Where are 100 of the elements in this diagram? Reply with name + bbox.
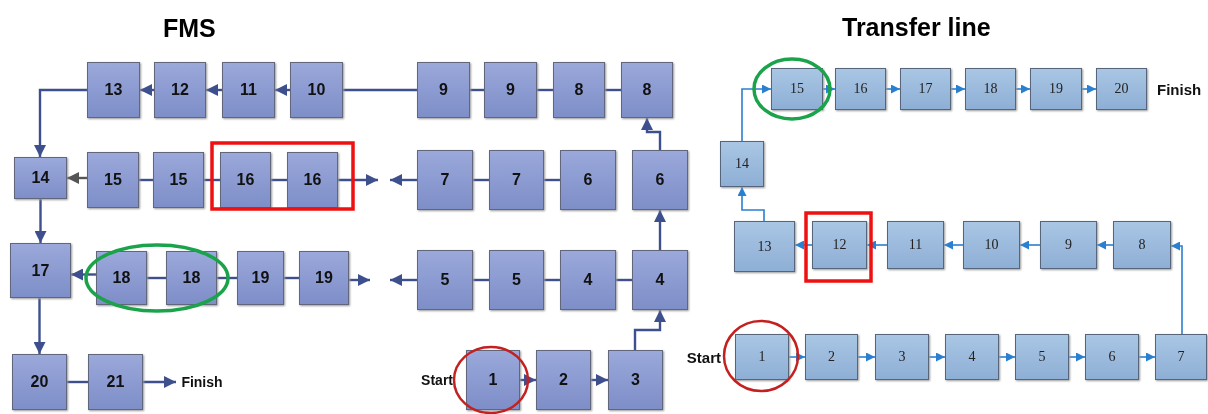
station-box: [153, 152, 204, 208]
arrow: [67, 172, 87, 184]
arrow: [1019, 240, 1041, 250]
station-number: 21: [106, 373, 125, 391]
station-number: 18: [983, 81, 998, 97]
station-number: 3: [898, 349, 906, 365]
station-box: [417, 62, 470, 118]
arrow: [654, 210, 666, 250]
station-box: [290, 62, 343, 118]
station-box: [489, 250, 544, 310]
connector-line: [284, 276, 299, 280]
station-number: 19: [315, 269, 333, 287]
station-box: [287, 152, 338, 208]
arrow: [633, 310, 666, 350]
station-number: 19: [251, 269, 270, 287]
arrow: [520, 374, 536, 386]
station-number: 4: [583, 271, 593, 289]
connector-line: [605, 88, 621, 92]
station-box: [14, 157, 67, 199]
arrow: [950, 84, 966, 94]
arrow: [1015, 84, 1031, 94]
station-box: [87, 62, 140, 118]
station-number: 17: [918, 81, 933, 97]
station-number: 7: [440, 171, 450, 189]
arrow: [1138, 352, 1156, 362]
station-number: 14: [31, 169, 50, 187]
arrow: [275, 84, 290, 96]
station-box: [621, 62, 673, 118]
station-box: [1015, 334, 1069, 380]
station-box: [812, 221, 867, 269]
station-number: 4: [655, 271, 665, 289]
end-label: Finish: [181, 374, 223, 390]
connector-line: [204, 178, 220, 182]
station-number: 14: [735, 156, 749, 172]
connector-line: [147, 276, 166, 280]
station-number: 13: [104, 81, 123, 99]
station-number: 3: [631, 371, 640, 389]
station-box: [1030, 68, 1082, 110]
arrow: [788, 352, 806, 362]
station-number: 8: [642, 81, 652, 99]
arrow: [737, 186, 765, 222]
station-number: 10: [307, 81, 326, 99]
station-box: [1085, 334, 1139, 380]
station-box: [720, 141, 764, 187]
connector-line: [139, 178, 153, 182]
station-number: 7: [512, 171, 521, 189]
arrow: [390, 274, 417, 286]
station-number: 6: [1108, 349, 1116, 365]
station-box: [87, 152, 139, 208]
station-number: 18: [112, 269, 131, 287]
station-box: [900, 68, 951, 110]
station-number: 20: [1114, 81, 1129, 97]
station-number: 16: [853, 81, 868, 97]
station-number: 7: [1177, 349, 1185, 365]
arrow: [943, 240, 964, 250]
arrow: [866, 240, 888, 250]
station-box: [608, 350, 663, 410]
station-box: [1155, 334, 1207, 380]
connector-line: [343, 88, 417, 92]
connector-line: [473, 278, 489, 282]
station-box: [12, 354, 67, 410]
station-number: 5: [512, 271, 521, 289]
station-number: 1: [758, 349, 766, 365]
station-number: 6: [655, 171, 665, 189]
arrow: [349, 274, 370, 286]
arrow: [206, 84, 222, 96]
station-box: [945, 334, 999, 380]
station-number: 9: [1065, 237, 1072, 253]
station-number: 20: [30, 373, 49, 391]
section-title: Transfer line: [842, 13, 991, 42]
connector-line: [473, 178, 489, 182]
arrow: [71, 268, 96, 281]
connector-line: [470, 88, 484, 92]
station-number: 12: [832, 237, 847, 253]
station-number: 19: [1049, 81, 1063, 97]
station-box: [887, 221, 944, 269]
station-box: [965, 68, 1016, 110]
arrow: [140, 84, 154, 96]
station-box: [88, 354, 143, 410]
station-box: [299, 251, 349, 305]
arrow: [1096, 240, 1114, 250]
station-number: 5: [440, 271, 450, 289]
arrow: [34, 199, 47, 243]
station-box: [835, 68, 886, 110]
arrow: [998, 352, 1016, 362]
station-number: 15: [169, 171, 188, 189]
station-box: [632, 250, 688, 310]
arrow: [857, 352, 876, 362]
connector-line: [537, 88, 553, 92]
arrow: [928, 352, 946, 362]
arrow: [885, 84, 901, 94]
station-number: 6: [583, 171, 593, 189]
station-box: [484, 62, 537, 118]
station-box: [1113, 221, 1171, 269]
station-number: 13: [757, 238, 772, 255]
side-label: Start: [421, 372, 453, 388]
station-number: 4: [968, 349, 976, 365]
connector-line: [67, 380, 88, 384]
station-number: 16: [303, 171, 322, 189]
station-box: [734, 221, 795, 272]
